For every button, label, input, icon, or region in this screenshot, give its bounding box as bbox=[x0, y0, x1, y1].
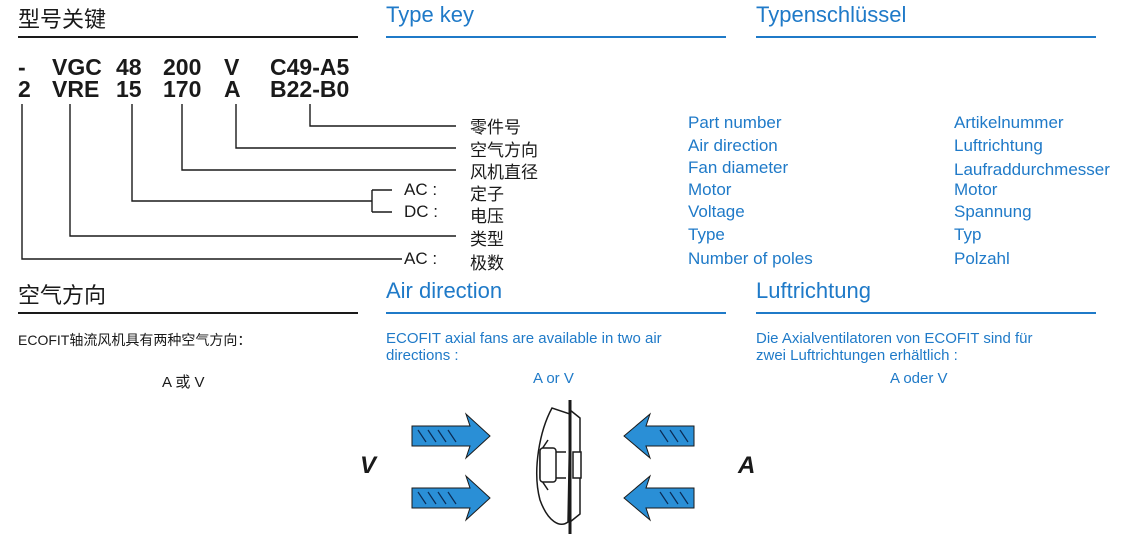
key-label-en: Number of poles bbox=[688, 249, 813, 268]
divider-de bbox=[756, 36, 1096, 38]
key-label-cn: 类型 bbox=[470, 230, 504, 249]
prefix-ac-motor: AC : bbox=[404, 180, 438, 199]
air-direction-text-de-line2: zwei Luftrichtungen erhältlich : bbox=[756, 347, 958, 364]
label-a: A bbox=[738, 452, 756, 479]
code-cell: B22-B0 bbox=[270, 76, 350, 102]
airflow-arrows bbox=[411, 412, 695, 522]
key-label-de: Motor bbox=[954, 180, 998, 199]
connector-lines bbox=[21, 104, 456, 260]
fan-hub bbox=[539, 447, 557, 483]
fan-side-view bbox=[536, 400, 582, 534]
key-label-de: Polzahl bbox=[954, 249, 1010, 268]
code-cell: - bbox=[18, 54, 26, 80]
air-direction-text-cn: ECOFIT轴流风机具有两种空气方向： bbox=[18, 332, 252, 348]
key-label-cn: 空气方向 bbox=[470, 141, 538, 160]
type-key-heading-cn: 型号关键 bbox=[18, 7, 107, 32]
key-label-en: Part number bbox=[688, 113, 782, 132]
air-direction-heading-de: Luftrichtung bbox=[756, 278, 871, 303]
arrow-a-bottom bbox=[623, 474, 695, 522]
arrow-v-bottom bbox=[411, 474, 491, 522]
key-label-cn: 极数 bbox=[470, 254, 504, 273]
key-label-cn: 零件号 bbox=[470, 118, 521, 137]
divider-air-cn bbox=[18, 312, 358, 314]
code-cell: A bbox=[224, 76, 241, 102]
air-direction-text-de-line1: Die Axialventilatoren von ECOFIT sind fü… bbox=[756, 330, 1033, 347]
code-cell: C49-A5 bbox=[270, 54, 350, 80]
key-label-en: Voltage bbox=[688, 202, 745, 221]
key-label-cn: 电压 bbox=[470, 207, 504, 226]
arrow-v-top bbox=[411, 412, 491, 460]
connector-type bbox=[69, 104, 456, 237]
air-direction-options-en: A or V bbox=[533, 370, 574, 387]
key-label-cn: 风机直径 bbox=[470, 163, 538, 182]
air-direction-options-cn: A 或 V bbox=[162, 374, 205, 391]
key-label-en: Type bbox=[688, 225, 725, 244]
key-label-en: Fan diameter bbox=[688, 158, 789, 177]
key-label-cn: 定子 bbox=[470, 185, 504, 204]
prefix-ac-poles: AC : bbox=[404, 249, 438, 268]
divider-cn bbox=[18, 36, 358, 38]
divider-air-en bbox=[386, 312, 726, 314]
key-label-de: Typ bbox=[954, 225, 982, 244]
key-label-de: Laufraddurchmesser bbox=[954, 160, 1110, 179]
connector-fan-diameter bbox=[181, 104, 456, 171]
key-label-en: Air direction bbox=[688, 136, 778, 155]
divider-en bbox=[386, 36, 726, 38]
code-cell: 170 bbox=[163, 76, 202, 102]
connector-part-number bbox=[309, 104, 456, 127]
prefix-dc-voltage: DC : bbox=[404, 202, 438, 221]
air-direction-heading-cn: 空气方向 bbox=[18, 283, 107, 308]
key-label-de: Artikelnummer bbox=[954, 113, 1064, 132]
code-cell: VGC bbox=[52, 54, 102, 80]
code-cell: VRE bbox=[52, 76, 100, 102]
type-key-heading-de: Typenschlüssel bbox=[756, 2, 907, 27]
connector-air-direction bbox=[235, 104, 456, 149]
air-direction-text-en-line1: ECOFIT axial fans are available in two a… bbox=[386, 330, 662, 347]
connector-poles bbox=[21, 104, 402, 260]
air-direction-text-en-line2: directions : bbox=[386, 347, 459, 364]
code-cell: V bbox=[224, 54, 240, 80]
connector-motor-voltage bbox=[131, 104, 372, 202]
air-direction-options-de: A oder V bbox=[890, 370, 948, 387]
code-cell: 48 bbox=[116, 54, 142, 80]
key-label-de: Spannung bbox=[954, 202, 1032, 221]
type-key-heading-en: Type key bbox=[386, 2, 475, 27]
label-v: V bbox=[360, 452, 377, 479]
arrow-a-top bbox=[623, 412, 695, 460]
air-direction-heading-en: Air direction bbox=[386, 278, 503, 303]
key-label-en: Motor bbox=[688, 180, 732, 199]
key-label-de: Luftrichtung bbox=[954, 136, 1043, 155]
code-cell: 2 bbox=[18, 76, 31, 102]
divider-air-de bbox=[756, 312, 1096, 314]
code-cell: 15 bbox=[116, 76, 142, 102]
code-cell: 200 bbox=[163, 54, 202, 80]
